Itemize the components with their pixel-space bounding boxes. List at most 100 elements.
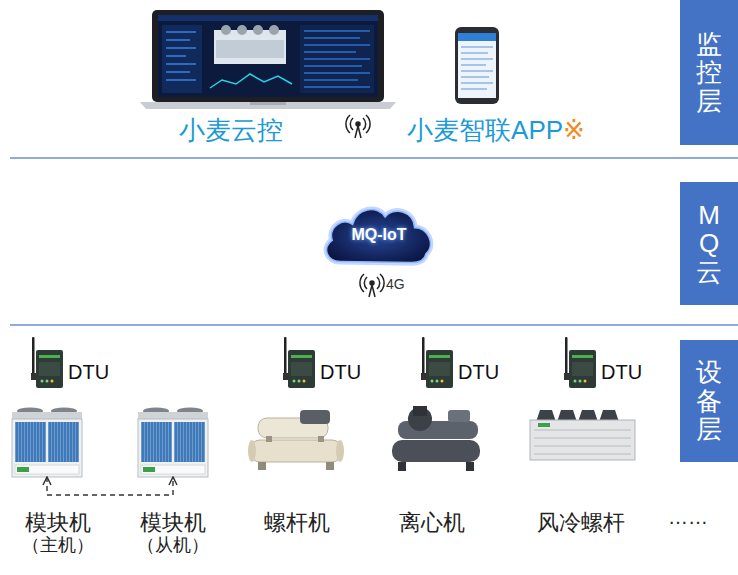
air-cooled-screw-illustration bbox=[534, 430, 631, 431]
modular-chiller-illustration bbox=[12, 408, 82, 478]
dtu-illustration bbox=[283, 337, 315, 388]
air-cooled-screw-illustration bbox=[534, 438, 631, 439]
laptop-illustration bbox=[304, 86, 370, 88]
screw-chiller-illustration bbox=[326, 462, 334, 470]
caption: 模块机（从机） bbox=[137, 510, 209, 556]
laptop-illustration bbox=[221, 25, 231, 35]
laptop-illustration bbox=[166, 32, 196, 80]
wireless-symbol bbox=[369, 285, 375, 297]
modular-chiller: 模块机（从机） bbox=[138, 405, 208, 477]
node-label: 模块机 bbox=[22, 510, 94, 535]
screw-chiller-illustration bbox=[336, 440, 344, 462]
laptop-illustration bbox=[304, 58, 370, 60]
dtu-device: DTU bbox=[30, 335, 115, 392]
caption: 模块机（主机） bbox=[22, 510, 94, 556]
screw-chiller-illustration bbox=[318, 436, 324, 442]
node-label: DTU bbox=[68, 361, 109, 384]
phone-illustration bbox=[461, 82, 493, 84]
air-cooled-screw-illustration bbox=[530, 410, 635, 460]
phone-illustration bbox=[461, 70, 493, 72]
phone-illustration bbox=[461, 76, 489, 78]
laptop-illustration bbox=[140, 10, 396, 109]
phone-illustration bbox=[455, 27, 499, 104]
wireless-symbol bbox=[346, 115, 370, 133]
air-cooled-screw-illustration bbox=[534, 454, 631, 455]
dtu-device: DTU bbox=[420, 335, 505, 392]
dtu-illustration bbox=[421, 337, 453, 388]
caption: 螺杆机 bbox=[264, 510, 330, 535]
node-label: DTU bbox=[320, 361, 361, 384]
layer-separator bbox=[10, 157, 738, 159]
node-label: 模块机 bbox=[137, 510, 209, 535]
link-connector bbox=[47, 477, 173, 495]
layer-separator bbox=[10, 324, 738, 326]
screw-chiller-illustration bbox=[248, 410, 344, 470]
modular-chiller-illustration bbox=[138, 408, 208, 478]
modular-chiller-illustration bbox=[12, 408, 208, 478]
node-label: 风冷螺杆 bbox=[537, 510, 625, 535]
layer-band: 监控层 bbox=[680, 0, 738, 145]
centrifugal-chiller-illustration bbox=[398, 462, 406, 471]
laptop-illustration bbox=[158, 15, 378, 21]
laptop-illustration bbox=[250, 102, 286, 105]
screw-chiller-illustration bbox=[250, 440, 342, 462]
laptop-illustration bbox=[304, 72, 370, 74]
laptop-illustration bbox=[269, 25, 279, 35]
laptop-illustration bbox=[166, 39, 190, 41]
centrifugal-chiller-illustration bbox=[392, 406, 480, 471]
laptop-illustration bbox=[166, 55, 186, 57]
laptop-illustration bbox=[166, 47, 196, 49]
laptop-illustration bbox=[162, 25, 202, 93]
laptop-illustration bbox=[304, 31, 370, 87]
node-label: 螺杆机 bbox=[264, 510, 330, 535]
laptop-illustration bbox=[214, 30, 286, 64]
phone-illustration bbox=[461, 64, 486, 66]
layer-band: MQ云 bbox=[680, 182, 738, 305]
screw-chiller: 螺杆机 bbox=[245, 408, 345, 472]
screw-chiller-illustration bbox=[266, 436, 272, 442]
caption: 小麦云控 bbox=[179, 116, 283, 146]
node-label: 监控层 bbox=[696, 30, 722, 116]
cloud-glow bbox=[327, 210, 431, 263]
centrifugal-chiller: 离心机 bbox=[385, 405, 485, 472]
node-label: MQ云 bbox=[696, 201, 722, 287]
laptop-illustration bbox=[304, 51, 356, 53]
phone-illustration bbox=[461, 58, 493, 60]
laptop-illustration bbox=[304, 65, 362, 67]
laptop-illustration bbox=[237, 25, 247, 35]
cloud-outline bbox=[327, 210, 431, 263]
air-cooled-screw-illustration bbox=[534, 446, 631, 447]
phone-illustration bbox=[458, 33, 496, 41]
node-sublabel: （主机） bbox=[22, 535, 94, 556]
caption: 离心机 bbox=[399, 510, 465, 535]
phone-illustration bbox=[461, 52, 488, 54]
wireless-symbol bbox=[360, 274, 384, 292]
laptop-illustration bbox=[166, 63, 196, 65]
phone-illustration bbox=[455, 27, 499, 104]
laptop-illustration bbox=[216, 40, 284, 58]
laptop-illustration bbox=[166, 79, 196, 81]
dtu-device: DTU bbox=[563, 335, 648, 392]
air-cooled-screw-chiller: 风冷螺杆 bbox=[530, 408, 635, 462]
node-label: 小麦云控 bbox=[179, 116, 283, 146]
dtu-device: DTU bbox=[282, 335, 367, 392]
laptop-illustration bbox=[158, 15, 378, 97]
phone-app: 小麦智联APP※ bbox=[455, 27, 499, 104]
node-label: DTU bbox=[601, 361, 642, 384]
network-label: 4G bbox=[386, 276, 405, 292]
laptop-illustration bbox=[253, 25, 263, 35]
laptop-illustration bbox=[166, 71, 190, 73]
wireless-symbol bbox=[355, 126, 361, 138]
screw-chiller-illustration bbox=[300, 410, 330, 424]
dtu-illustration bbox=[31, 337, 596, 388]
node-label: MQ-IoT bbox=[351, 226, 406, 244]
layer-separator bbox=[10, 158, 738, 325]
air-cooled-screw-illustration bbox=[538, 423, 550, 427]
phone-illustration bbox=[461, 47, 493, 89]
centrifugal-chiller-illustration bbox=[413, 406, 427, 416]
node-sublabel: （从机） bbox=[137, 535, 209, 556]
laptop-screen: 小麦云控 bbox=[145, 10, 395, 110]
